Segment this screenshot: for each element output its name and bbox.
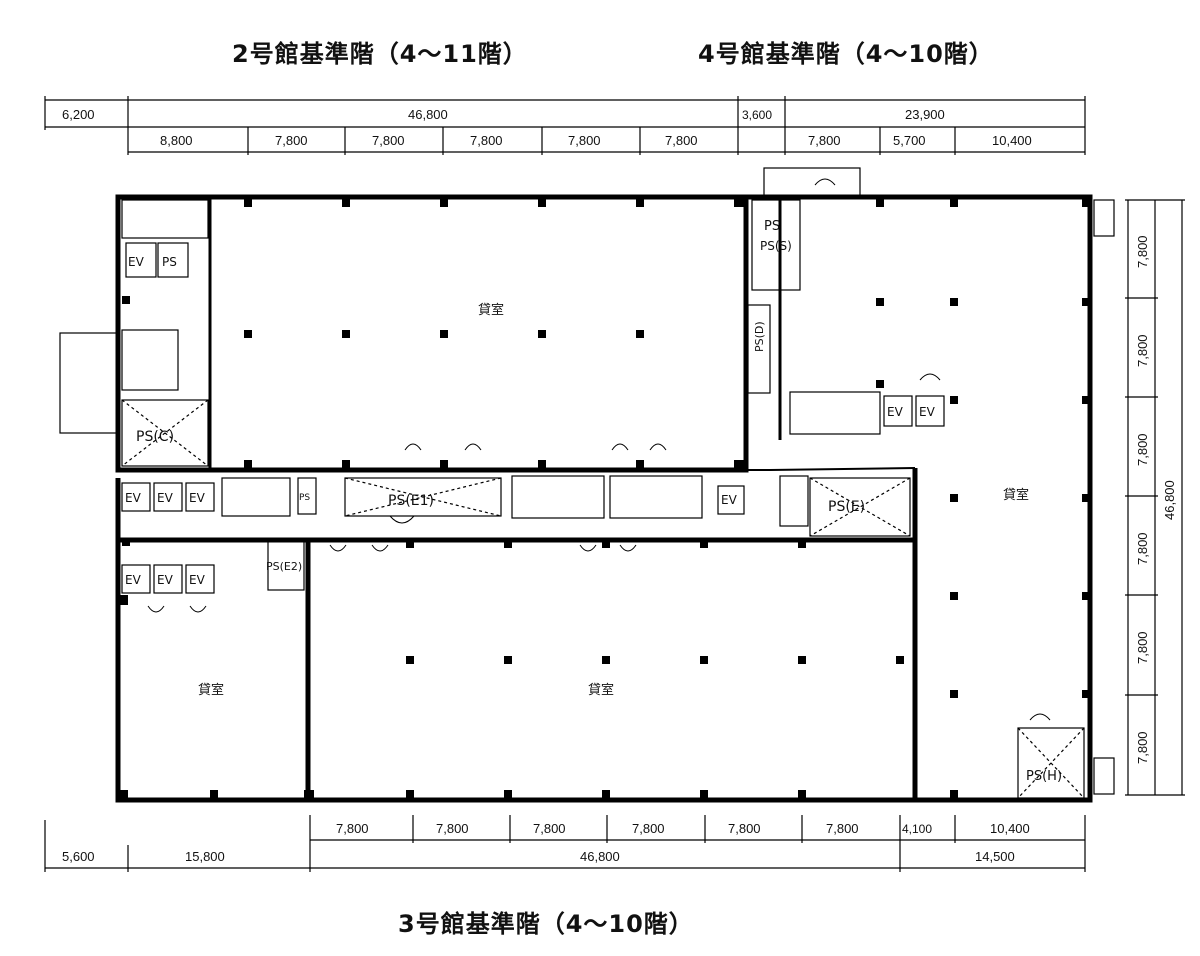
right-dimensions: 7,800 7,800 7,800 7,800 7,800 7,800 46,8… [1125,199,1185,796]
dim-bottom-6: 4,100 [902,822,932,836]
dim-top2-5: 7,800 [665,133,698,148]
dim-bottom-7: 10,400 [990,821,1030,836]
dim-top-3600: 3,600 [742,108,772,122]
dim-top-6200: 6,200 [62,107,95,122]
dim-right-5: 7,800 [1135,731,1150,764]
rental-label-b3-main: 貸室 [588,682,614,698]
service-cores: EV PS PS(C) EV EV EV PS EV EV EV PS(E2) … [121,199,1115,799]
rental-label-b2: 貸室 [478,302,504,318]
ev-9: EV [919,405,936,419]
ps-s-label: PS(S) [760,239,792,253]
ps-h-label: PS(H) [1026,769,1062,784]
ps-e2-label-top: PS [299,493,310,503]
ps-e-label: PS(E) [828,499,865,515]
ev-7: EV [721,493,738,507]
ps-d-label: PS(D) [753,321,766,352]
ev-left-top: EV [128,255,145,269]
dim-top2-8: 10,400 [992,133,1032,148]
dim-top-46800: 46,800 [408,107,448,122]
title-building-3: 3号館基準階（4～10階） [398,910,694,938]
dim-top2-4: 7,800 [568,133,601,148]
ev-5: EV [157,573,174,587]
room-labels: 貸室 貸室 貸室 貸室 [198,302,1029,698]
dim-right-0: 7,800 [1135,235,1150,268]
ev-6: EV [189,573,206,587]
dim-right-1: 7,800 [1135,334,1150,367]
ev-8: EV [887,405,904,419]
ps-e2-label: PS(E2) [266,560,302,573]
dim-top2-6: 7,800 [808,133,841,148]
ps-s-label-1: PS [764,219,780,234]
structural-columns [118,197,1090,800]
dim-bottom-2: 7,800 [533,821,566,836]
dim-bottom-1: 7,800 [436,821,469,836]
dim-top2-7: 5,700 [893,133,926,148]
dim-right-3: 7,800 [1135,532,1150,565]
title-building-4: 4号館基準階（4～10階） [698,40,994,68]
ev-2: EV [157,491,174,505]
dim-right-4: 7,800 [1135,631,1150,664]
rental-label-b4: 貸室 [1003,487,1029,503]
dim-right-2: 7,800 [1135,433,1150,466]
ev-1: EV [125,491,142,505]
title-building-2: 2号館基準階（4～11階） [232,40,528,68]
dim-bottom2-1: 15,800 [185,849,225,864]
dim-bottom-5: 7,800 [826,821,859,836]
dim-top2-2: 7,800 [372,133,405,148]
ps-e1-label: PS(E1) [388,493,434,509]
dim-top2-3: 7,800 [470,133,503,148]
door-swings [147,178,1051,721]
dim-bottom-3: 7,800 [632,821,665,836]
ps-c-label: PS(C) [136,429,174,445]
dim-bottom2-0: 5,600 [62,849,95,864]
dim-bottom2-3: 14,500 [975,849,1015,864]
rental-label-b3-left: 貸室 [198,682,224,698]
dim-bottom-4: 7,800 [728,821,761,836]
ev-3: EV [189,491,206,505]
ev-4: EV [125,573,142,587]
top-dimensions: 6,200 46,800 3,600 23,900 8,800 7,800 7,… [44,96,1086,155]
bottom-dimensions: 7,800 7,800 7,800 7,800 7,800 7,800 4,10… [44,815,1086,872]
dim-top-23900: 23,900 [905,107,945,122]
dim-top2-1: 7,800 [275,133,308,148]
ps-left-top: PS [162,255,177,269]
walls [59,167,1093,803]
dim-bottom-0: 7,800 [336,821,369,836]
dim-right-total: 46,800 [1162,480,1177,520]
dim-top2-0: 8,800 [160,133,193,148]
dim-bottom2-2: 46,800 [580,849,620,864]
